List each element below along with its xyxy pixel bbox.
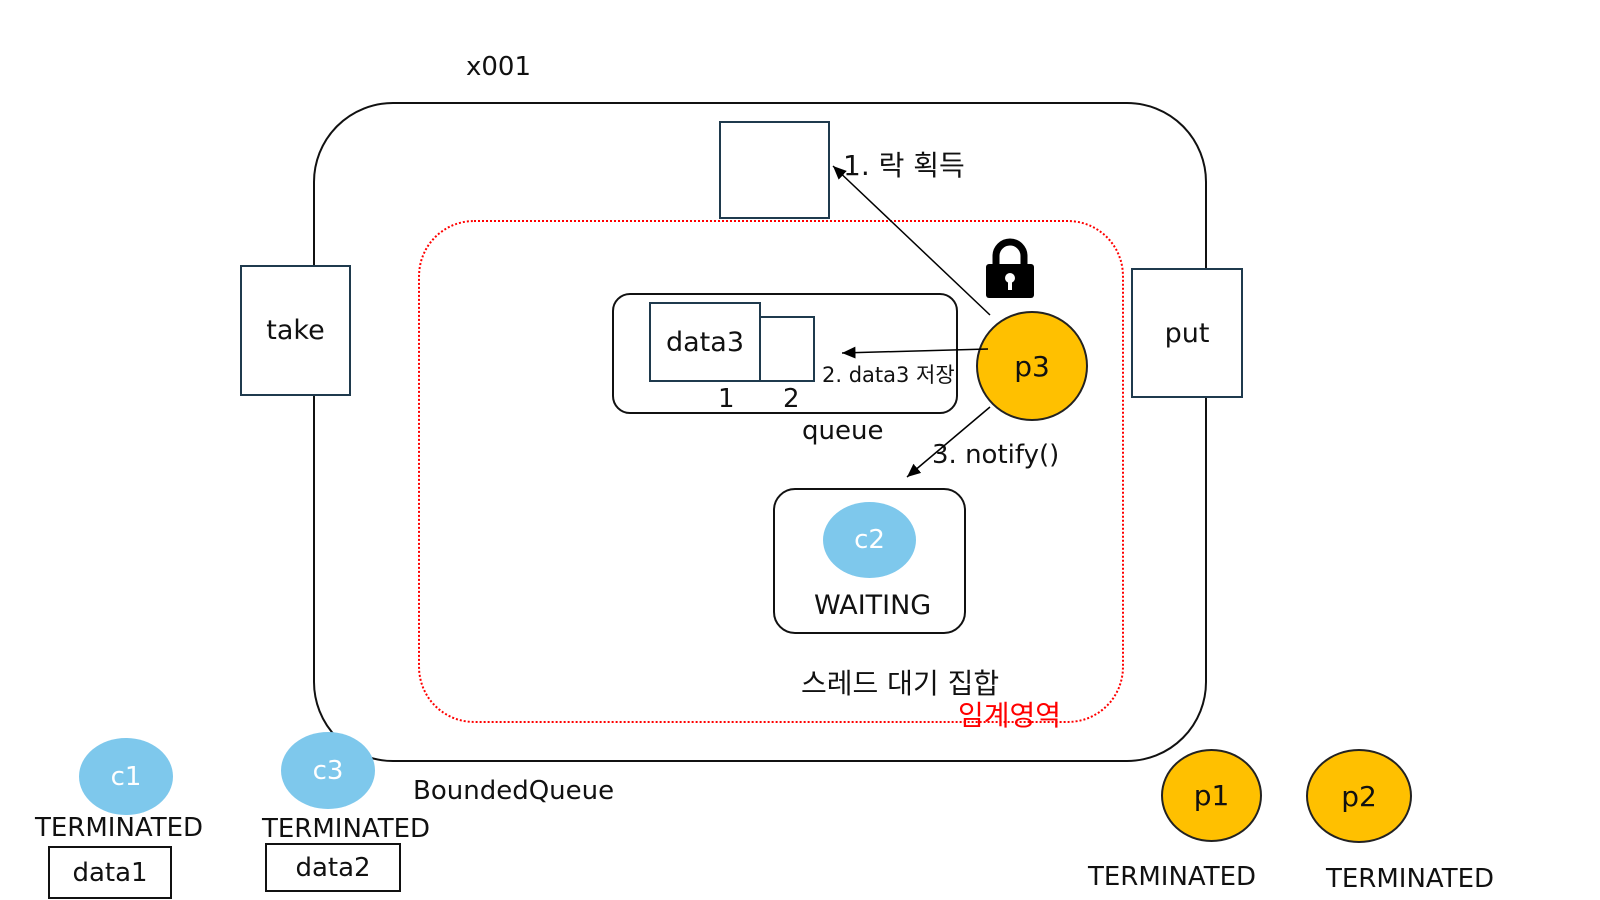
thread-c1-label: c1 bbox=[110, 761, 142, 792]
thread-p3-label: p3 bbox=[1014, 349, 1050, 383]
queue-slot-1-index: 1 bbox=[718, 384, 735, 414]
queue-slot-2-index: 2 bbox=[783, 384, 800, 414]
thread-p1-state: TERMINATED bbox=[1088, 862, 1257, 892]
bounded-queue-monitor bbox=[313, 102, 1207, 762]
put-method-box: put bbox=[1131, 268, 1243, 398]
thread-c3-state: TERMINATED bbox=[262, 814, 431, 844]
class-name-label: BoundedQueue bbox=[413, 776, 615, 806]
critical-section-area bbox=[418, 220, 1124, 723]
thread-c2-state: WAITING bbox=[814, 590, 932, 621]
data2-box: data2 bbox=[265, 843, 401, 892]
data1-box: data1 bbox=[48, 846, 172, 899]
thread-c1: c1 bbox=[79, 738, 173, 815]
step3-label: 3. notify() bbox=[932, 440, 1060, 470]
thread-p1-label: p1 bbox=[1193, 779, 1230, 812]
thread-c3: c3 bbox=[281, 732, 375, 809]
queue-label: queue bbox=[802, 416, 884, 446]
thread-c2: c2 bbox=[823, 502, 916, 578]
arrow-step2 bbox=[841, 346, 989, 359]
thread-c1-state: TERMINATED bbox=[35, 813, 204, 843]
take-method-box: take bbox=[240, 265, 351, 396]
data1-label: data1 bbox=[72, 857, 148, 888]
step2-label: 2. data3 저장 bbox=[822, 363, 955, 387]
queue-slot-1-value: data3 bbox=[666, 326, 744, 358]
thread-p2: p2 bbox=[1306, 749, 1412, 843]
thread-p3: p3 bbox=[976, 311, 1088, 421]
thread-p2-label: p2 bbox=[1341, 779, 1377, 813]
take-label: take bbox=[266, 315, 325, 346]
thread-p2-state: TERMINATED bbox=[1326, 864, 1495, 894]
put-label: put bbox=[1164, 317, 1210, 349]
queue-slot-1: data3 bbox=[649, 302, 761, 382]
wait-set-label: 스레드 대기 집합 bbox=[801, 667, 1000, 700]
lock-icon bbox=[984, 236, 1036, 300]
queue-slot-2 bbox=[759, 316, 815, 382]
lock-slot bbox=[719, 121, 830, 219]
data2-label: data2 bbox=[295, 852, 371, 883]
thread-c2-label: c2 bbox=[854, 525, 885, 555]
critical-section-label: 임계영역 bbox=[958, 699, 1062, 732]
arrow-step3 bbox=[906, 406, 991, 478]
monitor-ref: x001 bbox=[466, 52, 532, 82]
thread-p1: p1 bbox=[1161, 749, 1262, 842]
step1-label: 1. 락 획득 bbox=[843, 149, 965, 182]
arrow-step1 bbox=[832, 165, 991, 316]
thread-c3-label: c3 bbox=[312, 755, 344, 786]
